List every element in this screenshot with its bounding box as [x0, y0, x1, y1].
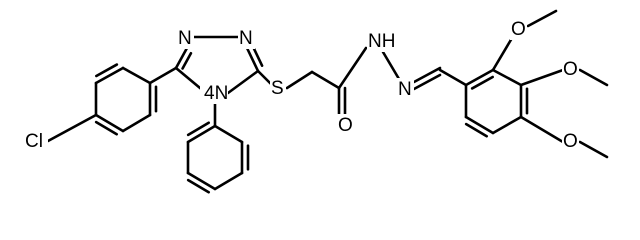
triazole-bond [174, 46, 189, 70]
n-phenyl-double-bond [186, 121, 211, 137]
bond-lines [46, 9, 609, 194]
trimethoxyphenyl-ring-bond [491, 115, 523, 135]
atom-o-methoxy-3: O [563, 59, 578, 80]
c-s-bond [256, 69, 273, 86]
o-methyl-bond [578, 68, 609, 87]
chlorophenyl-ring-bond [121, 113, 152, 133]
o-methyl-bond [526, 9, 558, 28]
atom-n-triazole-2: N [239, 28, 253, 49]
n-phenyl-ring-bond [186, 124, 217, 144]
atom-labels: N N 4N S NH N O O O O Cl [24, 18, 579, 152]
atom-n-imine: N [398, 79, 412, 100]
atom-n4-triazole: 4N [204, 83, 228, 104]
atom-cl-substituent: Cl [25, 131, 43, 152]
trimethoxyphenyl-double-bond [470, 75, 494, 90]
trimethoxyphenyl-ring-bond [491, 68, 523, 87]
atom-o-methoxy-4: O [563, 131, 578, 152]
n-ch-bond [412, 66, 442, 84]
c-cl-bond [46, 113, 98, 143]
n-ch-double-bond [412, 73, 442, 91]
carbonyl-nh-bond [337, 46, 368, 90]
atom-s-thioether: S [271, 78, 284, 99]
atom-o-methoxy-2: O [511, 19, 526, 40]
atom-nh-hydrazide: NH [368, 31, 395, 52]
c-o-methoxy-bond [519, 68, 565, 87]
triazole-double-bond [252, 46, 264, 67]
triazole-bond [245, 46, 260, 73]
chlorophenyl-ring-bond [121, 66, 152, 85]
n-phenyl-ring-bond [186, 171, 217, 191]
aryl-triazole-bond [148, 66, 178, 85]
c-o-methoxy-bond [519, 115, 565, 144]
chlorophenyl-ring-bond [94, 66, 125, 85]
s-ch2-bond [285, 70, 314, 90]
nh-n-bond [381, 50, 401, 81]
atom-o-carbonyl: O [338, 115, 353, 136]
c-o-methoxy-bond [491, 36, 514, 72]
ch-aryl-bond [438, 68, 468, 87]
atom-n-triazole-1: N [178, 28, 192, 49]
n-phenyl-double-bond [186, 178, 211, 194]
trimethoxyphenyl-double-bond [464, 122, 489, 138]
ch2-carbonyl-bond [310, 70, 341, 90]
o-methyl-bond [578, 140, 609, 159]
n-phenyl-ring-bond [213, 124, 244, 144]
n-phenyl-ring-bond [213, 171, 244, 191]
chlorophenyl-ring-bond [94, 113, 125, 133]
trimethoxyphenyl-ring-bond [464, 68, 495, 87]
triazole-bond [226, 69, 260, 95]
chlorophenyl-double-bond [95, 63, 119, 78]
triazole-double-bond [181, 51, 193, 70]
chemical-structure-diagram: N N 4N S NH N O O O O Cl [24, 9, 609, 194]
trimethoxyphenyl-ring-bond [464, 115, 495, 135]
chlorophenyl-double-bond [94, 120, 119, 136]
